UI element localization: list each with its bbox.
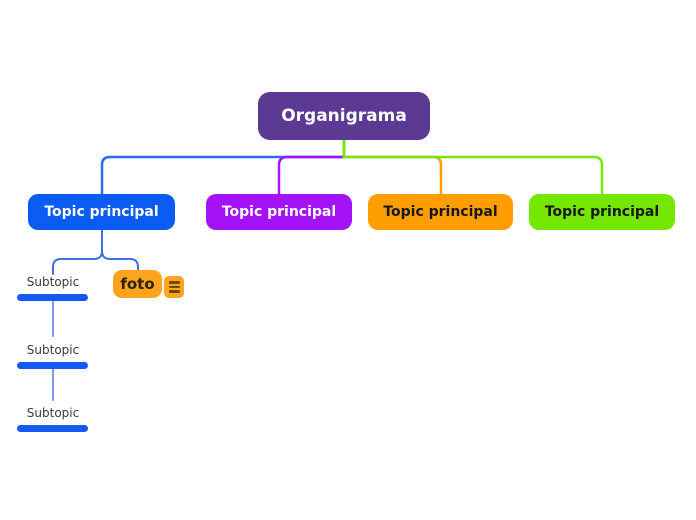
subtopic-label: Subtopic — [26, 343, 80, 357]
main-topic-node-1[interactable]: Topic principal — [28, 194, 175, 230]
subtopic-label: Subtopic — [26, 275, 80, 289]
subtopic-label: Subtopic — [26, 406, 80, 420]
connector-topic-1 — [100, 155, 346, 196]
subtopic-node-2[interactable]: Subtopic — [17, 344, 89, 369]
main-topic-label: Topic principal — [383, 204, 498, 220]
notes-icon[interactable] — [164, 276, 184, 298]
main-topic-node-4[interactable]: Topic principal — [529, 194, 675, 230]
notes-icon-line — [168, 290, 180, 293]
subtopic-underline — [17, 362, 88, 369]
subtopic-underline — [17, 425, 88, 432]
main-topic-label: Topic principal — [44, 204, 159, 220]
subtopic-node-3[interactable]: Subtopic — [17, 407, 89, 432]
connector-topic-3 — [342, 155, 443, 196]
notes-icon-line — [168, 285, 180, 289]
connector-subtopic-branch-left — [52, 229, 103, 275]
main-topic-node-2[interactable]: Topic principal — [206, 194, 352, 230]
main-topic-label: Topic principal — [221, 204, 337, 220]
root-topic-node[interactable]: Organigrama — [258, 92, 430, 140]
subtopic-node-1[interactable]: Subtopic — [17, 276, 89, 301]
foto-topic-label: foto — [120, 275, 155, 293]
connector-topic-4 — [342, 155, 604, 195]
connector-foto-branch-right — [101, 250, 139, 272]
root-topic-label: Organigrama — [281, 106, 407, 126]
subtopic-underline — [17, 294, 88, 301]
foto-topic-node[interactable]: foto — [113, 270, 162, 298]
main-topic-node-3[interactable]: Topic principal — [368, 194, 513, 230]
connector-topic-2 — [277, 155, 346, 196]
main-topic-label: Topic principal — [544, 204, 660, 220]
notes-icon-line — [168, 281, 180, 284]
